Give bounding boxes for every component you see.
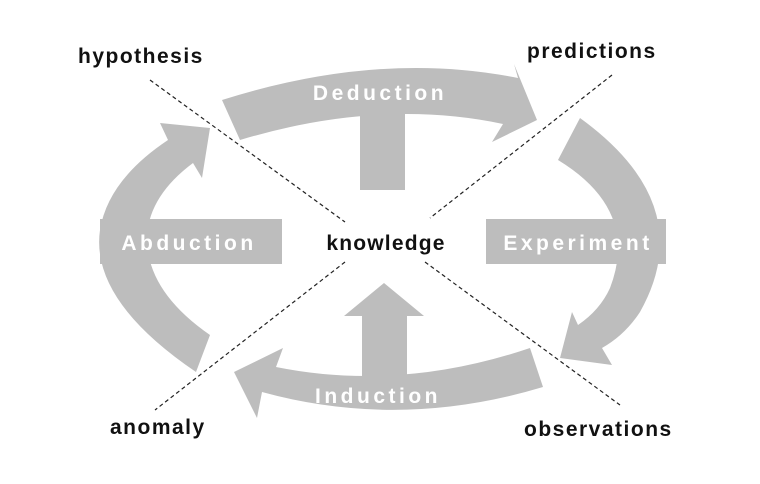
experiment-label: Experiment bbox=[503, 232, 652, 255]
dashed-line-bottom-right bbox=[424, 261, 621, 406]
dashed-line-bottom-left bbox=[154, 261, 346, 411]
predictions-label: predictions bbox=[527, 40, 657, 63]
experiment-arc-arrow bbox=[558, 118, 660, 365]
deduction-label: Deduction bbox=[313, 82, 447, 105]
dashed-line-top-left bbox=[149, 79, 346, 223]
abduction-stem bbox=[100, 219, 282, 264]
dashed-line-top-right bbox=[429, 74, 613, 219]
abduction-label: Abduction bbox=[121, 232, 256, 255]
abduction-arc-arrow bbox=[99, 123, 210, 372]
hypothesis-label: hypothesis bbox=[78, 45, 204, 68]
experiment-stem bbox=[486, 219, 666, 264]
observations-label: observations bbox=[524, 418, 673, 441]
induction-label: Induction bbox=[315, 385, 441, 408]
deduction-stem bbox=[360, 100, 405, 190]
knowledge-center-label: knowledge bbox=[326, 232, 445, 255]
dashed-diagonals bbox=[149, 74, 621, 411]
induction-stem-arrow bbox=[344, 283, 424, 390]
anomaly-label: anomaly bbox=[110, 416, 206, 439]
